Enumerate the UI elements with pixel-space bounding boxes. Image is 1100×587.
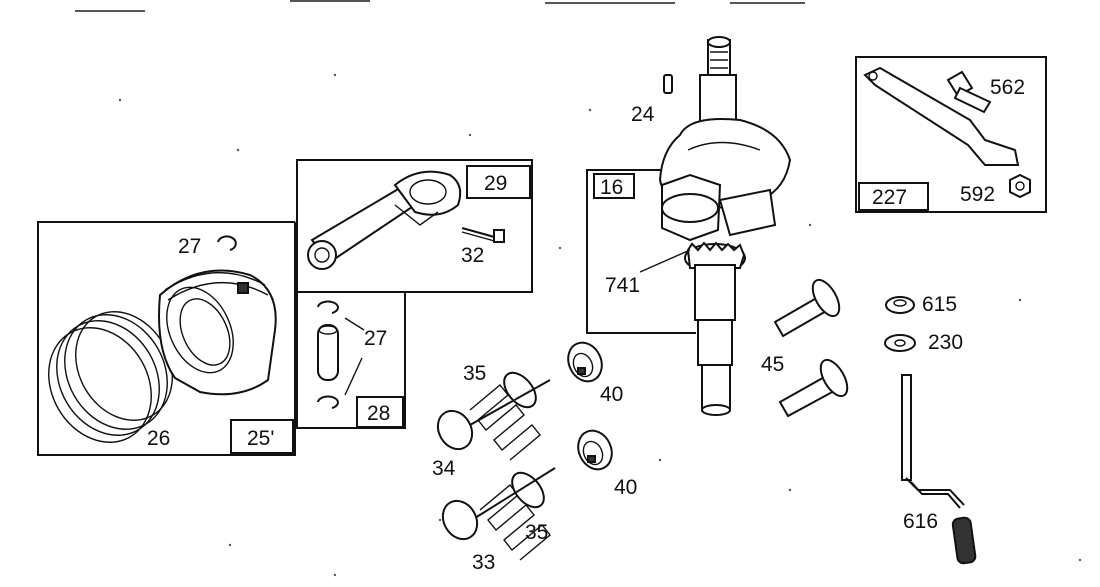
callout-615: 615 — [922, 293, 957, 316]
callout-592: 592 — [960, 183, 995, 206]
callout-34: 34 — [432, 457, 456, 480]
piston-icon — [158, 269, 277, 396]
tappet-icon — [773, 278, 841, 338]
retaining-clip-icon — [217, 235, 237, 251]
governor-link-icon — [901, 374, 977, 565]
spring-retainer-icon — [577, 429, 613, 471]
callout-32: 32 — [461, 244, 484, 267]
retaining-clip-icon — [317, 300, 339, 314]
bolt-icon — [461, 227, 505, 243]
callout-25: 25' — [247, 427, 274, 450]
callout-27-top: 27 — [178, 235, 201, 258]
crankshaft-icon — [658, 36, 792, 416]
valve-icon — [436, 379, 551, 451]
callout-35-bottom: 35 — [525, 521, 548, 544]
callout-227: 227 — [872, 186, 907, 209]
nut-icon — [1009, 173, 1031, 199]
callout-741: 741 — [605, 274, 640, 297]
piston-pin-icon — [317, 324, 339, 381]
governor-lever-icon — [863, 66, 1020, 166]
crankshaft-key-icon — [663, 74, 673, 94]
connecting-rod-box: 29 32 — [296, 159, 533, 293]
crankshaft-box: 16 — [586, 169, 696, 334]
scan-specks — [75, 0, 1082, 577]
governor-lever-box: 227 562 592 — [855, 56, 1047, 213]
callout-45: 45 — [761, 353, 784, 376]
callout-35-top: 35 — [463, 362, 486, 385]
gear-icon — [686, 241, 746, 269]
callout-33: 33 — [472, 551, 495, 574]
piston-pin-box: 28 27 — [296, 291, 406, 429]
connecting-rod-icon — [307, 170, 462, 270]
callout-40-bottom: 40 — [614, 476, 637, 499]
piston-kit-box: 25' 26 27 — [37, 221, 296, 456]
callout-616: 616 — [903, 510, 938, 533]
retaining-clip-icon — [317, 395, 339, 409]
callout-24: 24 — [631, 103, 655, 126]
callout-230: 230 — [928, 331, 963, 354]
exhaust-valve-assembly: 35 33 — [441, 467, 556, 574]
governor-gear-icon — [885, 296, 915, 314]
bolt-icon — [946, 70, 992, 114]
washer-icon — [884, 334, 916, 352]
callout-28: 28 — [367, 402, 390, 425]
callout-29: 29 — [484, 172, 507, 195]
spring-retainer-icon — [567, 341, 603, 383]
callout-16: 16 — [600, 176, 623, 199]
intake-valve-assembly: 35 34 — [432, 362, 551, 480]
callout-26: 26 — [147, 427, 170, 450]
tappet-icon — [778, 358, 849, 418]
callout-562: 562 — [990, 76, 1025, 99]
valve-spring-icon — [469, 371, 541, 461]
callout-27-pin: 27 — [364, 327, 387, 350]
callout-40-top: 40 — [600, 383, 623, 406]
valve-spring-icon — [479, 471, 551, 561]
valve-icon — [441, 467, 556, 541]
